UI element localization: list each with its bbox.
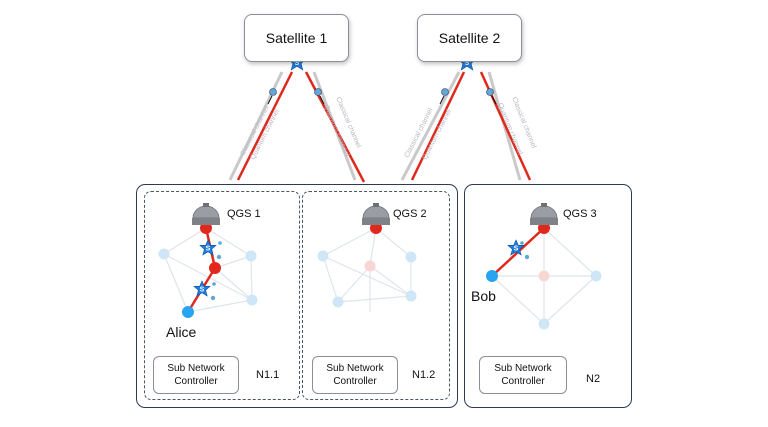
bob-node xyxy=(486,270,498,282)
relay-node xyxy=(209,262,221,274)
qgs-2-label: QGS 2 xyxy=(393,208,427,220)
photon-icons xyxy=(210,241,530,301)
qgs-1-label: QGS 1 xyxy=(227,208,261,220)
subnetwork-n1-1-frame xyxy=(144,191,300,400)
subnetwork-n1-2-frame xyxy=(302,191,450,400)
satellite-2-label: Satellite 2 xyxy=(438,30,501,46)
svg-text:S: S xyxy=(206,246,211,253)
svg-text:S: S xyxy=(514,246,519,253)
satellite-2: Satellite 2 xyxy=(417,14,522,62)
faded-nodes-n2 xyxy=(538,270,602,330)
network-label-n2: N2 xyxy=(586,373,601,385)
photon-icons xyxy=(267,88,497,105)
satellite-links xyxy=(228,71,532,183)
network-graph-n1-2 xyxy=(322,227,412,312)
telescope-icon xyxy=(530,203,558,225)
network-graph-n2 xyxy=(491,227,597,325)
star-icon: S xyxy=(507,239,525,256)
network-label-n1-1: N1.1 xyxy=(256,369,280,381)
satellite-1-label: Satellite 1 xyxy=(265,30,328,46)
sub-network-controller-n1-2: Sub Network Controller xyxy=(312,356,398,394)
network-n2-frame xyxy=(464,184,632,408)
faded-nodes-n1-2 xyxy=(317,222,417,308)
controller-label-line1: Sub Network xyxy=(326,363,384,374)
network-label-n1-2: N1.2 xyxy=(412,369,436,381)
quantum-link xyxy=(410,71,466,181)
controller-label-line2: Controller xyxy=(174,376,218,387)
network-n1-frame xyxy=(136,184,458,408)
alice-label: Alice xyxy=(166,324,197,340)
svg-text:S: S xyxy=(200,287,205,294)
bob-label: Bob xyxy=(471,288,496,304)
svg-text:S: S xyxy=(465,60,470,67)
telescope-icon xyxy=(362,203,390,225)
star-icon: S xyxy=(199,239,217,256)
alice-node xyxy=(182,306,194,318)
controller-label-line1: Sub Network xyxy=(494,363,552,374)
satellite-1: Satellite 1 xyxy=(244,14,349,62)
network-graph-n1-1 xyxy=(163,227,253,313)
sub-network-controller-n1-1: Sub Network Controller xyxy=(153,356,239,394)
quantum-link xyxy=(236,71,294,181)
controller-label-line2: Controller xyxy=(333,376,377,387)
classical-channel-beam xyxy=(400,71,461,181)
sub-network-controller-n2: Sub Network Controller xyxy=(479,356,567,394)
faded-nodes-n1-1 xyxy=(158,248,258,306)
telescope-icon xyxy=(192,203,220,225)
controller-label-line2: Controller xyxy=(501,376,545,387)
controller-label-line1: Sub Network xyxy=(167,363,225,374)
star-icon: S xyxy=(193,280,211,297)
svg-text:S: S xyxy=(295,60,300,67)
telescope-icons xyxy=(192,203,558,225)
qgs-3-label: QGS 3 xyxy=(563,208,597,220)
